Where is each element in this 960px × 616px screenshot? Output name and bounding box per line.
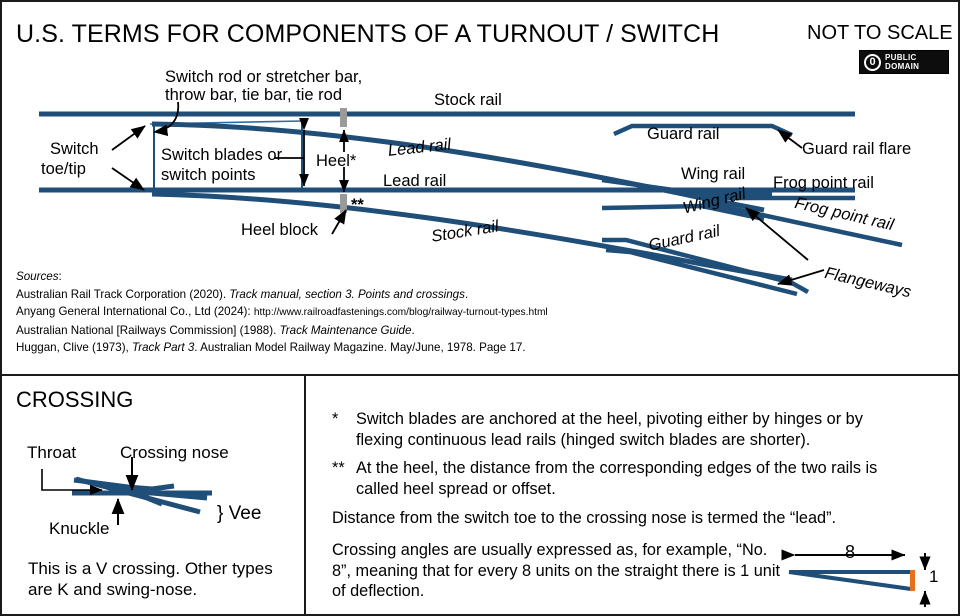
label-heel-block: Heel block (241, 221, 319, 239)
source-item-3: Huggan, Clive (1973), Track Part 3. Aust… (16, 341, 526, 355)
public-domain-badge: 0 PUBLIC DOMAIN (859, 50, 949, 74)
guard-rail-bottom (602, 237, 810, 294)
sources-block: Sources: Australian Rail Track Corporati… (16, 268, 548, 357)
source-item-1: Anyang General International Co., Ltd (2… (16, 305, 548, 319)
vertical-divider (304, 374, 306, 614)
switch-rod-leader (153, 101, 180, 137)
frog-point-rail-diverging (701, 199, 903, 248)
turnout-diagram (39, 101, 903, 297)
label-rise-1: 1 (929, 567, 939, 586)
label-run-8: 8 (845, 542, 856, 562)
label-switch-toe-line2: toe/tip (41, 160, 86, 178)
note-2-marker: ** (332, 459, 345, 477)
crossing-vee-upper (129, 488, 208, 501)
label-knuckle: Knuckle (49, 519, 110, 538)
label-heel: Heel* (316, 152, 357, 170)
label-frog-point-rail-1: Frog point rail (773, 174, 874, 192)
page-title: U.S. TERMS FOR COMPONENTS OF A TURNOUT /… (16, 20, 720, 48)
note-3: Distance from the switch toe to the cros… (332, 509, 837, 527)
crossing-diagram (41, 457, 212, 525)
heel-block-bar (340, 194, 347, 213)
not-to-scale-label: NOT TO SCALE (807, 22, 953, 44)
heel-block-leader (331, 209, 347, 235)
wedge-angled (788, 570, 912, 591)
guard-rail-flare-leader (777, 129, 803, 149)
source-url[interactable]: http://www.railroadfastenings.com/blog/r… (253, 307, 548, 319)
note-1-text: Switch blades are anchored at the heel, … (356, 410, 863, 449)
public-domain-icon: 0 (864, 53, 881, 71)
label-wing-rail-top: Wing rail (681, 165, 746, 183)
label-switch-rod-line2: throw bar, tie bar, tie rod (165, 86, 343, 104)
sources-heading: Sources: (16, 270, 62, 283)
crossing-note: This is a V crossing. Other types are K … (28, 559, 273, 599)
wing-rail-lower (601, 203, 765, 222)
throat-leader (41, 469, 103, 496)
label-switch-rod-line1: Switch rod or stretcher bar, (165, 68, 363, 86)
note-2-text: At the heel, the distance from the corre… (356, 459, 878, 498)
badge-line-1: PUBLIC (885, 53, 917, 62)
switch-toe-leader-down (111, 167, 145, 191)
crossing-angle-diagram (781, 549, 931, 607)
label-double-star: ** (351, 196, 364, 214)
note-4: Crossing angles are usually expressed as… (332, 541, 780, 600)
label-switch-toe-line1: Switch (50, 140, 99, 158)
note-2: ** At the heel, the distance from the co… (332, 458, 902, 499)
label-stock-rail-top: Stock rail (434, 91, 502, 109)
switch-toe-leader-up (111, 125, 146, 151)
badge-line-2: DOMAIN (885, 62, 920, 71)
note-1: * Switch blades are anchored at the heel… (332, 409, 912, 450)
crossing-panel-title: CROSSING (16, 387, 134, 412)
flangeway-leader-upper (745, 207, 809, 261)
rail-diverging-lower (151, 191, 793, 283)
switch-rod-bar (340, 108, 347, 127)
label-switch-blades-line2: switch points (161, 166, 256, 184)
label-vee: } Vee (217, 503, 262, 524)
label-guard-rail-flare: Guard rail flare (802, 140, 912, 158)
label-crossing-nose: Crossing nose (120, 443, 229, 462)
rise-marker (910, 570, 915, 591)
label-switch-blades-line1: Switch blades or (161, 146, 283, 164)
guard-rail-bottom-flare (605, 247, 798, 297)
label-lead-rail-2: Lead rail (383, 172, 447, 190)
label-throat: Throat (27, 443, 77, 462)
wing-rail-upper (601, 177, 772, 197)
horizontal-divider (2, 374, 958, 376)
flangeway-leader-lower (777, 269, 825, 286)
source-item-2: Australian National [Railways Commission… (16, 323, 415, 337)
source-item-0: Australian Rail Track Corporation (2020)… (16, 287, 469, 301)
note-1-marker: * (332, 410, 339, 428)
label-guard-rail-top: Guard rail (647, 125, 720, 143)
